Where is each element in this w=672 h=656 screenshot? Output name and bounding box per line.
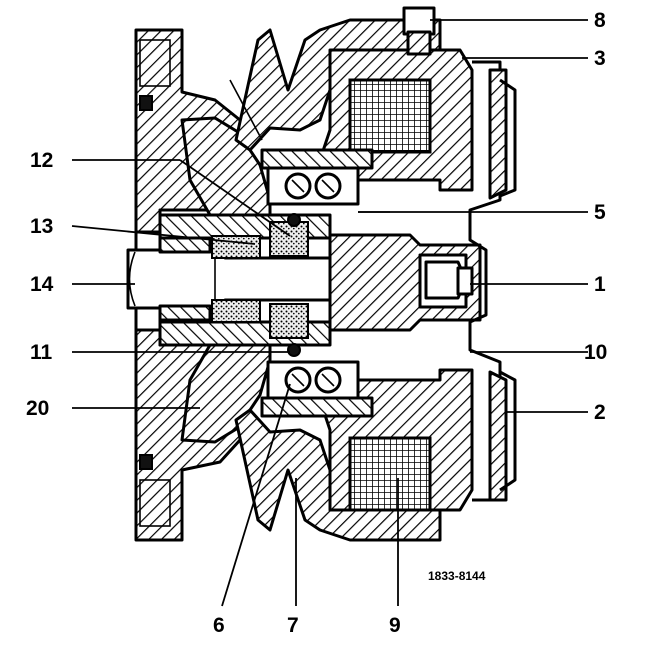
callout-3: 3 <box>594 47 606 70</box>
armature-plate <box>328 211 482 332</box>
callout-14: 14 <box>30 273 54 296</box>
callout-11: 11 <box>30 341 53 364</box>
callout-6: 6 <box>213 614 225 637</box>
callout-13: 13 <box>30 215 53 238</box>
outer-cover <box>468 60 517 502</box>
callout-12: 12 <box>30 149 53 172</box>
bearing <box>260 148 374 418</box>
callout-5: 5 <box>594 201 606 224</box>
terminal-connector <box>402 6 436 56</box>
callout-10: 10 <box>584 341 607 364</box>
callout-20: 20 <box>26 397 49 420</box>
callout-1: 1 <box>594 273 606 296</box>
figure-code: 1833-8144 <box>428 569 486 583</box>
callout-8: 8 <box>594 9 606 32</box>
callout-7: 7 <box>287 614 299 637</box>
callout-9: 9 <box>389 614 401 637</box>
leader-lines <box>71 19 588 607</box>
callout-2: 2 <box>594 401 606 424</box>
